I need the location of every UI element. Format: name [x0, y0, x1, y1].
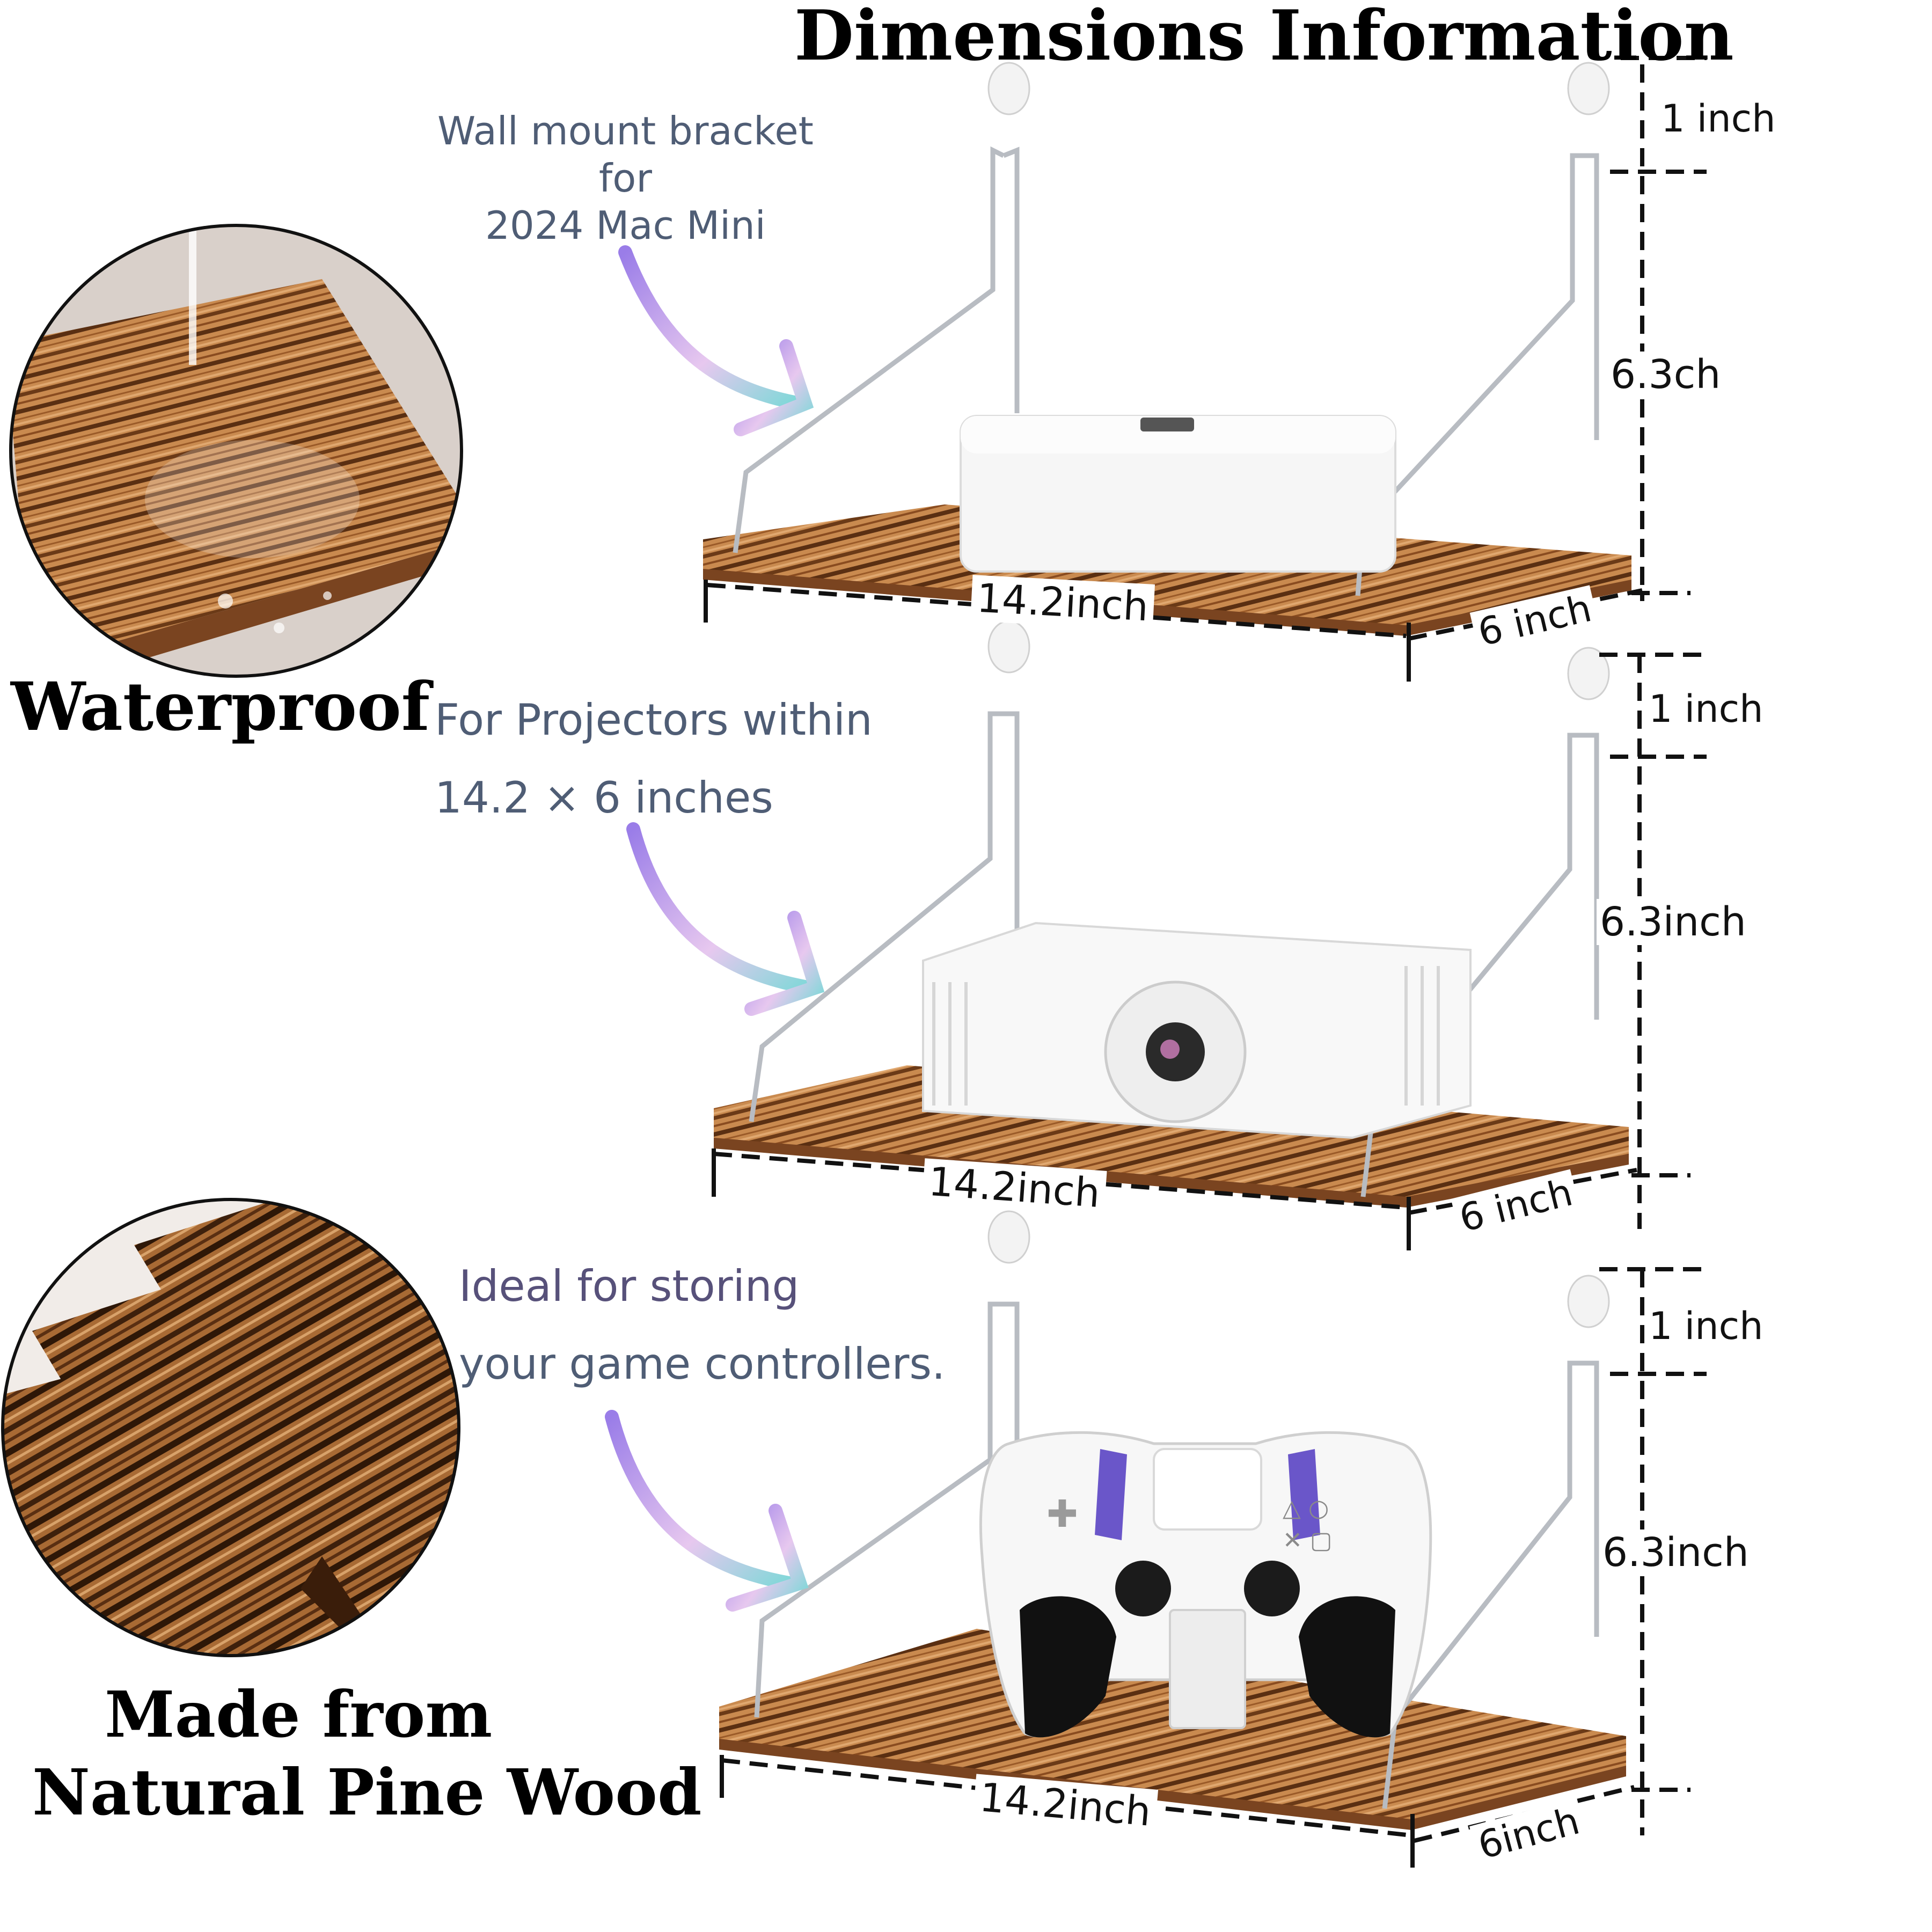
shelf-2-height-dim: 6.3inch [1597, 899, 1750, 945]
shelf-2-hook-dim: 1 inch [1649, 687, 1763, 731]
shelf-3-hook-dim: 1 inch [1649, 1304, 1763, 1348]
projector-icon [922, 921, 1472, 1139]
pine-wood-photo [1, 1198, 460, 1657]
arrow-1 [618, 245, 814, 436]
shelf-1-note-line-1: Wall mount bracket [437, 108, 814, 153]
shelf-1-note-line-2: for [598, 156, 652, 201]
shelf-3-note-line-2: your game controllers. [459, 1339, 946, 1389]
svg-text:✕ ▢: ✕ ▢ [1283, 1527, 1332, 1554]
shelf-1-height-dim: 6.3ch [1607, 352, 1724, 398]
material-label-line-2: Natural Pine Wood [32, 1755, 702, 1829]
shelf-1-note: Wall mount bracket for 2024 Mac Mini [437, 107, 814, 249]
shelf-2-note-line-2: 14.2 × 6 inches [435, 773, 773, 823]
page-title: Dimensions Information [794, 0, 1734, 76]
arrow-2 [626, 822, 825, 1016]
waterproof-label: Waterproof [11, 668, 430, 746]
dimension-end-ticks [704, 580, 1415, 1868]
shelf-1-note-line-3: 2024 Mac Mini [485, 203, 766, 248]
shelf-3-height-dim: 6.3inch [1599, 1529, 1752, 1576]
shelf-1-length-dim: 14.2inch [970, 575, 1155, 631]
shelf-1 [703, 62, 1631, 636]
shelf-2-note-line-1: For Projectors within [435, 695, 873, 745]
mac-mini-icon [960, 415, 1396, 573]
game-controller-icon: ✚ △ ○ ✕ ▢ [979, 1431, 1432, 1738]
svg-text:✚: ✚ [1046, 1492, 1078, 1536]
waterproof-wood-photo [9, 224, 463, 678]
arrow-3 [605, 1410, 809, 1612]
shelf-3: ✚ △ ○ ✕ ▢ [719, 1210, 1626, 1830]
shelf-1-hook-dim: 1 inch [1661, 97, 1776, 141]
svg-text:△ ○: △ ○ [1283, 1495, 1329, 1522]
shelf-3-note-line-1: Ideal for storing [459, 1261, 800, 1311]
shelf-2 [714, 620, 1629, 1208]
material-label-line-1: Made from [105, 1677, 493, 1752]
